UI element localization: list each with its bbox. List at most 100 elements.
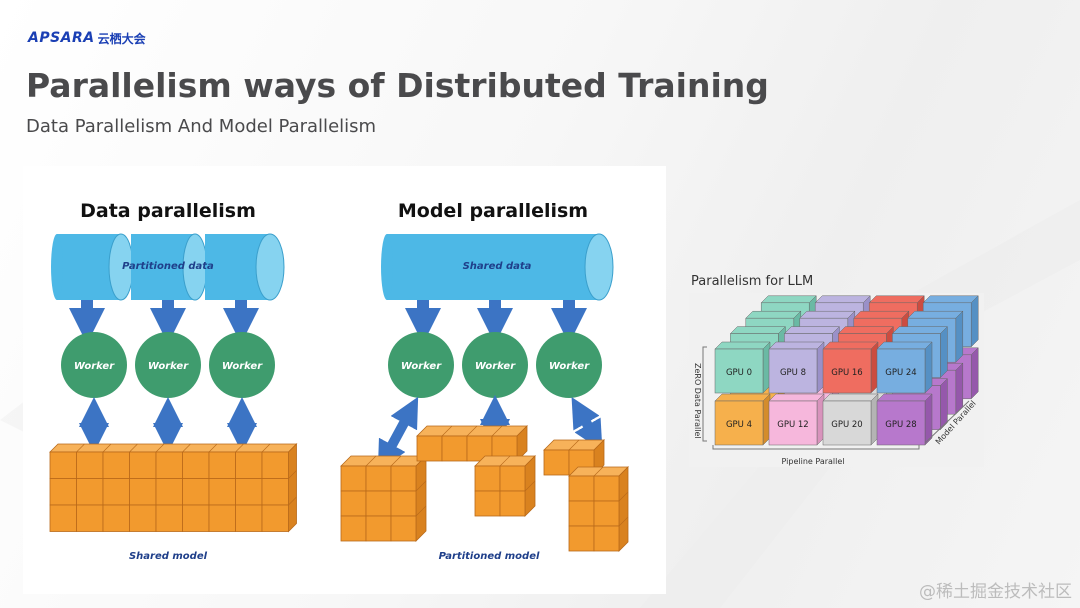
brand-logo: APSARA 云栖大会 — [28, 30, 146, 46]
cube-cell — [568, 475, 595, 502]
cube-block — [474, 455, 536, 517]
cube-cell — [208, 504, 236, 532]
cube-cell — [102, 451, 130, 479]
cube-cell — [340, 465, 367, 492]
gpu-label: GPU 0 — [726, 368, 752, 378]
partitioned-data-label: Partitioned data — [122, 261, 214, 272]
cube-block — [416, 425, 528, 462]
partitioned-model-blocks — [340, 425, 629, 552]
cube-cell — [261, 451, 289, 479]
shared-model-block — [49, 443, 298, 533]
cube-cell — [102, 478, 130, 506]
partitioned-data-cylinders — [51, 233, 285, 301]
gpu-box: GPU 16 — [822, 341, 879, 394]
cube-block — [568, 466, 629, 552]
cube-cell — [593, 500, 620, 527]
cube-cell — [261, 478, 289, 506]
cube-cell — [76, 478, 104, 506]
cube-block — [340, 455, 427, 542]
shared-data-cylinder — [381, 233, 614, 301]
gpu-box: GPU 8 — [768, 341, 825, 394]
cube-cell — [593, 475, 620, 502]
cube-cell — [208, 451, 236, 479]
gpu-front-layer: GPU 0 GPU 8 GPU 16 GPU 24 GPU 4 GPU 12 GPU 20 G… — [714, 341, 933, 446]
pipeline-parallel-label: Pipeline Parallel — [782, 457, 845, 466]
data-worker-label: Worker — [148, 361, 189, 372]
gpu-label: GPU 28 — [885, 420, 916, 430]
gpu-label: GPU 12 — [777, 420, 808, 430]
watermark: @稀土掘金技术社区 — [919, 582, 1072, 602]
llm-title: Parallelism for LLM — [691, 274, 814, 289]
cube-cell — [340, 515, 367, 542]
parallelism-diagram: Data parallelism Partitioned data Worker… — [49, 200, 629, 562]
gpu-label: GPU 8 — [780, 368, 806, 378]
cube-cell — [365, 515, 392, 542]
cube-cell — [129, 451, 157, 479]
cube-cell — [390, 490, 417, 517]
gpu-box: GPU 28 — [876, 393, 933, 446]
cube-cell — [155, 478, 183, 506]
cube-cell — [155, 451, 183, 479]
cube-cell — [182, 504, 210, 532]
cube-cell — [235, 451, 263, 479]
slide-subtitle: Data Parallelism And Model Parallelism — [26, 116, 377, 137]
model-workers — [388, 332, 602, 398]
gpu-box: GPU 12 — [768, 393, 825, 446]
cube-cell — [499, 465, 526, 492]
llm-parallelism-figure: GPU 0 GPU 8 GPU 16 GPU 24 GPU 4 GPU 12 GPU 20 G… — [689, 293, 984, 467]
data-worker-label: Worker — [222, 361, 263, 372]
data-down-arrows — [69, 300, 259, 344]
gpu-box: GPU 0 — [714, 341, 771, 394]
data-parallelism-heading: Data parallelism — [80, 200, 256, 222]
cube-cell — [365, 490, 392, 517]
zero-data-parallel-brace — [702, 346, 707, 442]
cube-cell — [129, 504, 157, 532]
model-worker-label: Worker — [549, 361, 590, 372]
model-down-arrows — [405, 300, 587, 344]
cube-cell — [416, 435, 443, 462]
cube-cell — [129, 478, 157, 506]
cube-cell — [499, 490, 526, 517]
brand-name: APSARA — [28, 30, 95, 46]
cube-cell — [390, 465, 417, 492]
cube-cell — [441, 435, 468, 462]
cube-cell — [474, 490, 501, 517]
cube-cell — [182, 451, 210, 479]
cube-cell — [261, 504, 289, 532]
cube-cell — [235, 478, 263, 506]
cube-cell — [208, 478, 236, 506]
gpu-label: GPU 16 — [831, 368, 862, 378]
model-parallel-brace — [924, 400, 970, 444]
partitioned-model-label: Partitioned model — [439, 551, 540, 562]
cube-cell — [568, 500, 595, 527]
cube-cell — [49, 451, 77, 479]
cube-cell — [365, 465, 392, 492]
cube-cell — [76, 504, 104, 532]
model-worker-label: Worker — [401, 361, 442, 372]
model-worker-label: Worker — [475, 361, 516, 372]
cube-cell — [474, 465, 501, 492]
cube-cell — [102, 504, 130, 532]
cube-cell — [49, 504, 77, 532]
gpu-box: GPU 4 — [714, 393, 771, 446]
cube-cell — [76, 451, 104, 479]
cube-cell — [235, 504, 263, 532]
cube-cell — [155, 504, 183, 532]
gpu-box: GPU 24 — [876, 341, 933, 394]
gpu-label: GPU 24 — [885, 368, 916, 378]
data-workers — [61, 332, 275, 398]
gpu-label: GPU 20 — [831, 420, 862, 430]
parallelism-diagram-card: Data parallelism Partitioned data Worker… — [23, 166, 666, 594]
shared-data-label: Shared data — [463, 261, 532, 272]
cube-block — [49, 443, 298, 533]
cube-cell — [49, 478, 77, 506]
cube-cell — [568, 525, 595, 552]
cube-cell — [390, 515, 417, 542]
cube-cell — [340, 490, 367, 517]
pipeline-parallel-brace — [712, 445, 920, 450]
gpu-box: GPU 20 — [822, 393, 879, 446]
data-bidirectional-arrows — [79, 397, 257, 453]
cube-cell — [543, 449, 570, 476]
zero-data-parallel-label: ZeRO Data Parallel — [693, 363, 702, 439]
cube-cell — [593, 525, 620, 552]
